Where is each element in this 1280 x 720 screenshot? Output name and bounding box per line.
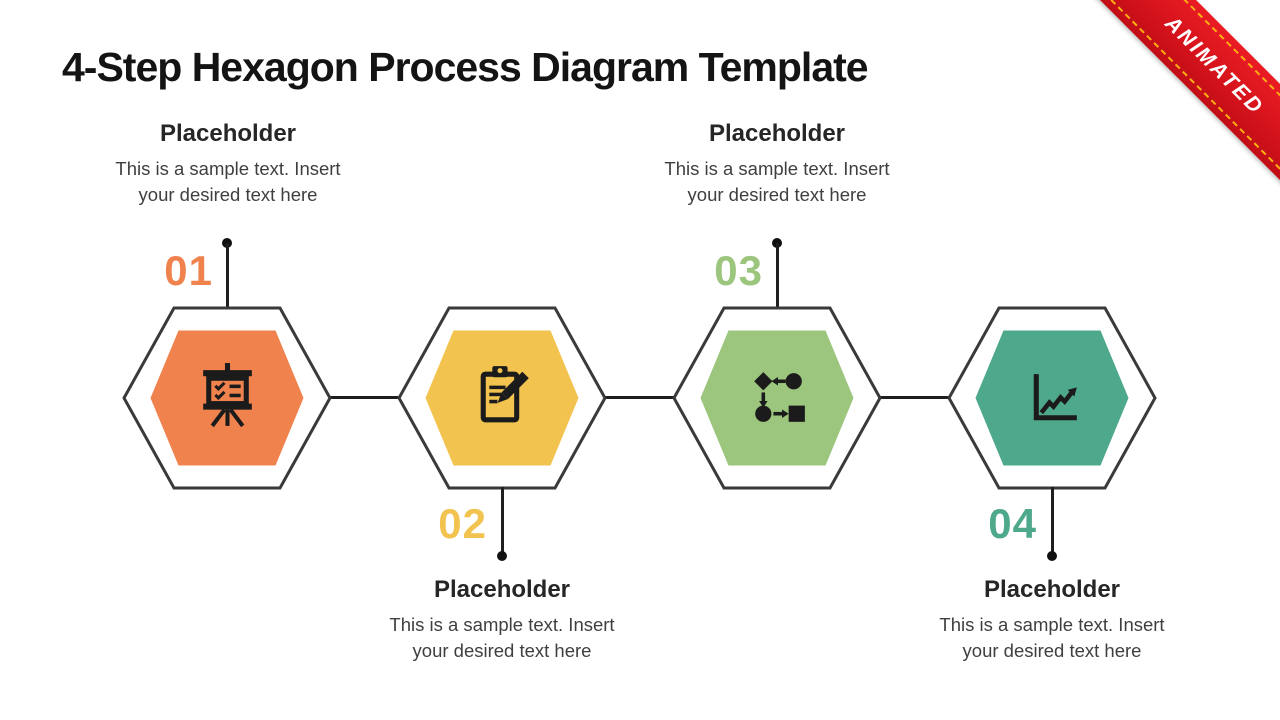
growth-chart-icon (1016, 361, 1089, 434)
hexagon-shape (122, 306, 332, 490)
step-2-text-block: Placeholder This is a sample text. Inser… (352, 576, 652, 664)
hexagon-shape (947, 306, 1157, 490)
step-number: 01 (164, 247, 213, 294)
step-1-text-block: Placeholder This is a sample text. Inser… (78, 120, 378, 208)
leader-dot (1047, 551, 1057, 561)
step-title: Placeholder (983, 576, 1121, 603)
leader-dot (497, 551, 507, 561)
step-title: Placeholder (433, 576, 571, 603)
step-4-text-block: Placeholder This is a sample text. Inser… (902, 576, 1202, 664)
flowchart-icon (741, 361, 814, 434)
connector-line (330, 396, 400, 399)
step-body-line: This is a sample text. Insert (939, 614, 1165, 635)
connector-line (880, 396, 950, 399)
leader-line (776, 243, 779, 308)
step-body-line: This is a sample text. Insert (115, 158, 341, 179)
step-number: 02 (438, 500, 487, 547)
step-3-text-block: Placeholder This is a sample text. Inser… (627, 120, 927, 208)
clipboard-pencil-icon (466, 361, 539, 434)
step-body-line: This is a sample text. Insert (389, 614, 615, 635)
hexagon-shape (672, 306, 882, 490)
step-body-line: your desired text here (687, 184, 867, 205)
step-body-line: your desired text here (138, 184, 318, 205)
step-number: 04 (988, 500, 1037, 547)
connector-line (605, 396, 675, 399)
animated-ribbon: ANIMATED (1076, 0, 1280, 204)
step-body-line: your desired text here (962, 640, 1142, 661)
step-title: Placeholder (708, 120, 846, 147)
presentation-board-icon (191, 361, 264, 434)
step-number: 03 (714, 247, 763, 294)
leader-line (226, 243, 229, 308)
ribbon-stitch-line (1118, 0, 1280, 162)
step-body-line: This is a sample text. Insert (664, 158, 890, 179)
page-title: 4-Step Hexagon Process Diagram Template (62, 44, 869, 90)
leader-line (501, 487, 504, 553)
step-title: Placeholder (159, 120, 297, 147)
leader-line (1051, 487, 1054, 553)
step-body-line: your desired text here (412, 640, 592, 661)
